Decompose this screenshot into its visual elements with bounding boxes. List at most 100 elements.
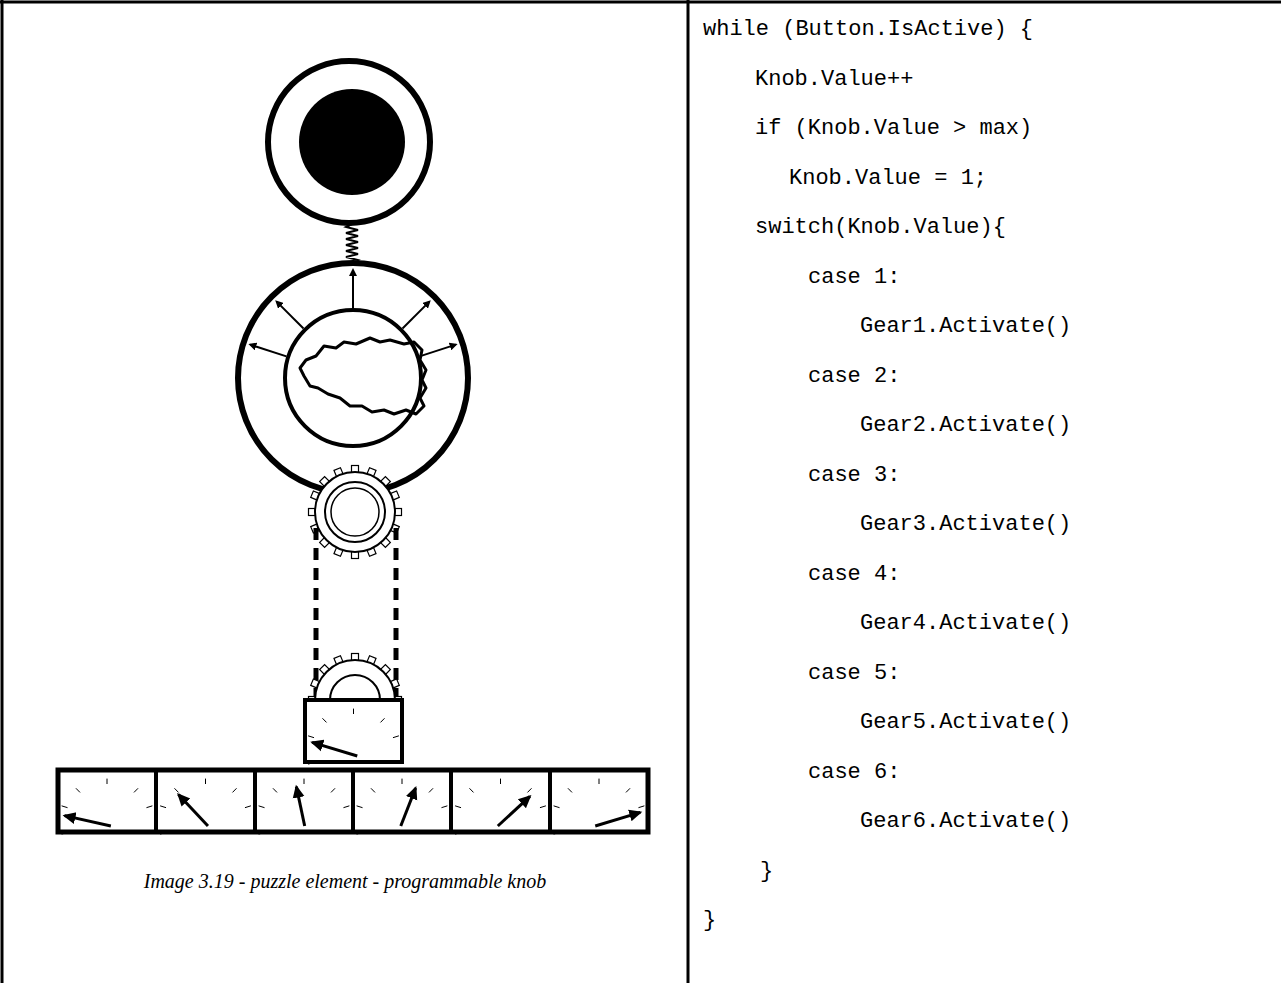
gauge-tick — [174, 788, 178, 792]
gauge-tick — [429, 788, 433, 792]
code-line: case 2: — [808, 364, 900, 390]
gear-body — [315, 472, 395, 552]
gauge-tick — [62, 832, 68, 834]
gauge-tick — [304, 779, 305, 784]
gauge-tick — [259, 806, 265, 808]
gauge-tick — [455, 806, 461, 808]
gauge-tick — [308, 736, 314, 738]
button-top — [299, 89, 405, 195]
code-line: switch(Knob.Value){ — [755, 215, 1006, 241]
gear-hub — [325, 482, 385, 542]
gauge-tick — [393, 736, 399, 738]
gauge-needle — [296, 787, 304, 826]
gauge-needle — [64, 816, 110, 826]
gauge-tick — [62, 806, 68, 808]
code-line: Knob.Value = 1; — [789, 166, 987, 192]
gauge-divider — [449, 770, 453, 832]
table-border — [1, 0, 4, 983]
gauge-tick — [343, 806, 349, 808]
gauge-tick — [357, 832, 363, 834]
gear — [309, 466, 402, 559]
gear-hub — [330, 675, 380, 700]
code-line: case 4: — [808, 562, 900, 588]
gauge-divider — [154, 770, 158, 832]
gauge-box — [305, 700, 402, 762]
gauge-tick — [259, 832, 265, 834]
code-line: case 5: — [808, 661, 900, 687]
gauge-tick — [441, 806, 447, 808]
gauge-tick — [76, 788, 80, 792]
gauge-tick — [273, 788, 277, 792]
code-line: case 1: — [808, 265, 900, 291]
code-line: Gear3.Activate() — [860, 512, 1071, 538]
gauge-tick — [469, 788, 473, 792]
figure-caption: Image 3.19 - puzzle element - programmab… — [144, 869, 547, 893]
code-line: if (Knob.Value > max) — [755, 116, 1032, 142]
code-line: case 3: — [808, 463, 900, 489]
gauge-divider — [548, 770, 552, 832]
gauge-row — [58, 770, 648, 832]
knob-ring — [238, 263, 468, 493]
gauge-tick — [402, 779, 403, 784]
gauge-tick — [160, 806, 166, 808]
gauge-tick — [554, 832, 560, 834]
gauge-tick — [527, 788, 531, 792]
knob-arrow — [420, 345, 456, 357]
gear-hub — [331, 488, 379, 536]
code-line: while (Button.IsActive) { — [703, 17, 1033, 43]
code-line: Gear6.Activate() — [860, 809, 1071, 835]
gear — [309, 654, 402, 704]
gauge-tick — [322, 718, 326, 722]
gauge-tick — [371, 788, 375, 792]
button-ring — [268, 61, 430, 223]
gauge-needle — [498, 796, 530, 826]
gauge-tick — [331, 788, 335, 792]
gauge-tick — [308, 762, 314, 764]
gauge-tick — [568, 788, 572, 792]
gauge-tick — [107, 779, 108, 784]
gauge-needle — [401, 788, 416, 826]
spring — [346, 224, 358, 263]
gauge-tick — [500, 779, 501, 784]
gauge-needle — [178, 794, 208, 826]
gauge-tick — [232, 788, 236, 792]
knob-arrow — [352, 270, 354, 308]
knob-arrow — [250, 345, 286, 357]
code-line: } — [703, 908, 716, 934]
table-border — [0, 1, 1281, 4]
code-line: Knob.Value++ — [755, 67, 913, 93]
gauge-divider — [253, 770, 257, 832]
table-divider — [687, 0, 690, 983]
code-line: Gear1.Activate() — [860, 314, 1071, 340]
gauge-tick — [146, 806, 152, 808]
gauge-tick — [134, 788, 138, 792]
gauge-tick — [455, 832, 461, 834]
code-line: Gear4.Activate() — [860, 611, 1071, 637]
gauge-tick — [160, 832, 166, 834]
gauge-needle — [312, 742, 357, 756]
gauges — [62, 709, 645, 835]
knob-arrow — [402, 302, 429, 329]
gauge-needle — [595, 812, 640, 826]
belt — [314, 528, 319, 700]
gauge-tick — [540, 806, 546, 808]
gauge-tick — [626, 788, 630, 792]
gauge-tick — [205, 779, 206, 784]
gauge-tick — [638, 806, 644, 808]
code-line: Gear2.Activate() — [860, 413, 1071, 439]
gauge-tick — [353, 709, 354, 714]
knob-arrow — [277, 302, 304, 329]
code-line: } — [760, 859, 773, 885]
gauge-tick — [599, 779, 600, 784]
gauge-tick — [554, 806, 560, 808]
code-line: Gear5.Activate() — [860, 710, 1071, 736]
knob-shape — [300, 338, 426, 414]
gauge-tick — [245, 806, 251, 808]
gauge-divider — [351, 770, 355, 832]
belt — [394, 528, 399, 700]
gauge-tick — [380, 718, 384, 722]
gauge-tick — [357, 806, 363, 808]
gear-body — [315, 660, 395, 700]
code-line: case 6: — [808, 760, 900, 786]
